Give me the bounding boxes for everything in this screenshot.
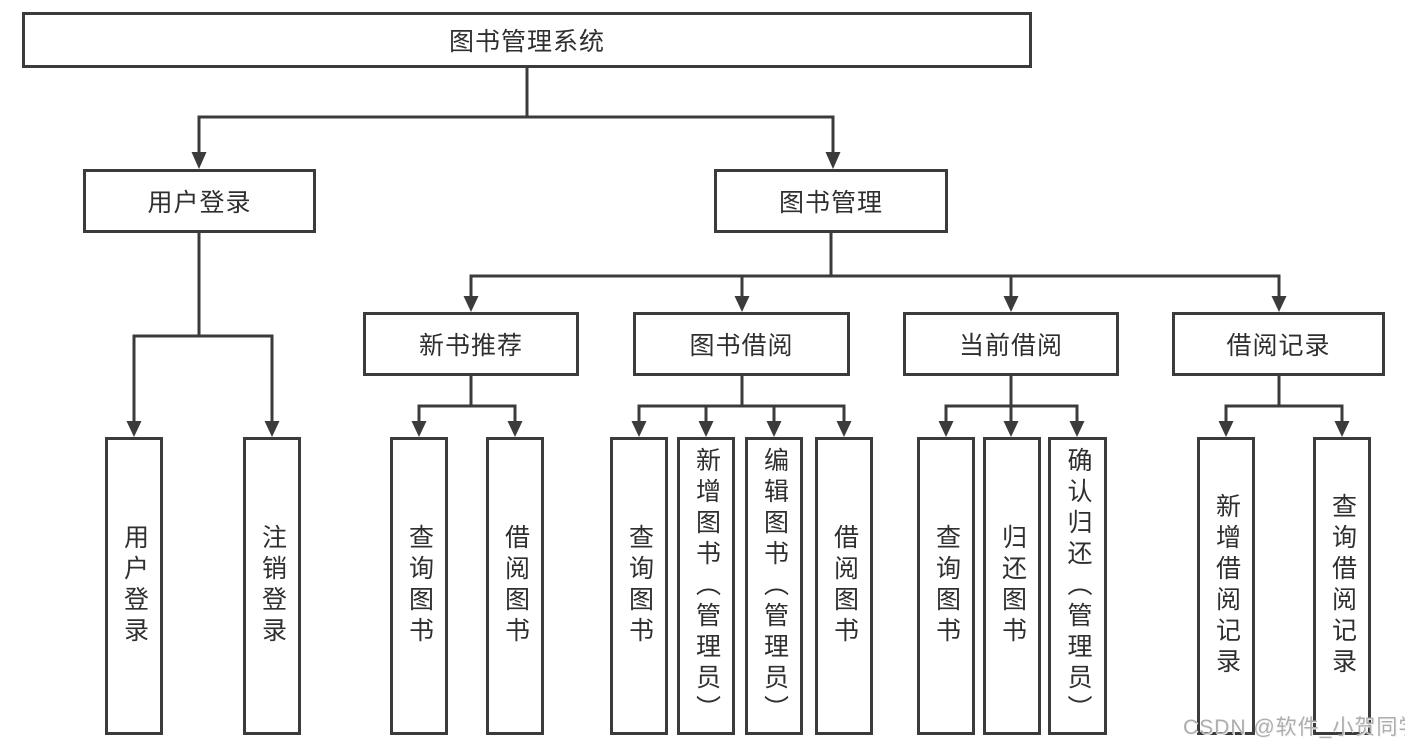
leaf-user-login: 用户登录 bbox=[105, 437, 163, 735]
leaf-edit-books-admin-label: 编辑图书（管理员） bbox=[760, 446, 789, 726]
leaf-logout-login: 注销登录 bbox=[243, 437, 301, 735]
leaf-query-books-3: 查询图书 bbox=[917, 437, 975, 735]
leaf-logout-login-label: 注销登录 bbox=[258, 524, 287, 648]
leaf-confirm-return-admin: 确认归还（管理员） bbox=[1048, 437, 1107, 735]
leaf-query-books-2-label: 查询图书 bbox=[625, 524, 654, 648]
arrowheads bbox=[126, 152, 1350, 437]
node-user-login-label: 用户登录 bbox=[147, 189, 252, 217]
leaf-return-books-label: 归还图书 bbox=[998, 524, 1027, 648]
leaf-query-books-1-label: 查询图书 bbox=[405, 524, 434, 648]
leaf-borrow-books-1: 借阅图书 bbox=[486, 437, 544, 735]
node-new-book-recommend-label: 新书推荐 bbox=[418, 332, 523, 360]
leaf-edit-books-admin: 编辑图书（管理员） bbox=[745, 437, 803, 735]
node-new-book-recommend: 新书推荐 bbox=[363, 312, 579, 376]
node-borrow-records-label: 借阅记录 bbox=[1226, 332, 1331, 360]
leaf-query-borrow-record-label: 查询借阅记录 bbox=[1328, 493, 1357, 679]
leaf-add-books-admin-label: 新增图书（管理员） bbox=[692, 446, 721, 726]
leaf-borrow-books-2: 借阅图书 bbox=[815, 437, 873, 735]
leaf-user-login-label: 用户登录 bbox=[120, 524, 149, 648]
leaf-query-books-3-label: 查询图书 bbox=[932, 524, 961, 648]
leaf-return-books: 归还图书 bbox=[983, 437, 1041, 735]
leaf-query-books-2: 查询图书 bbox=[610, 437, 668, 735]
node-current-borrow-label: 当前借阅 bbox=[958, 332, 1063, 360]
node-library-system: 图书管理系统 bbox=[22, 12, 1032, 68]
leaf-query-borrow-record: 查询借阅记录 bbox=[1313, 437, 1371, 735]
node-book-management-label: 图书管理 bbox=[778, 189, 883, 217]
leaf-add-borrow-record: 新增借阅记录 bbox=[1197, 437, 1255, 735]
node-book-management: 图书管理 bbox=[714, 169, 948, 233]
leaf-confirm-return-admin-label: 确认归还（管理员） bbox=[1064, 446, 1092, 726]
leaf-add-books-admin: 新增图书（管理员） bbox=[677, 437, 735, 735]
leaf-query-books-1: 查询图书 bbox=[390, 437, 448, 735]
node-library-system-label: 图书管理系统 bbox=[448, 28, 605, 56]
csdn-watermark: CSDN @软件_小贺同学 bbox=[1183, 716, 1405, 739]
node-book-borrow-label: 图书借阅 bbox=[689, 332, 794, 360]
leaf-borrow-books-1-label: 借阅图书 bbox=[501, 524, 530, 648]
node-current-borrow: 当前借阅 bbox=[903, 312, 1119, 376]
node-book-borrow: 图书借阅 bbox=[633, 312, 850, 376]
leaf-borrow-books-2-label: 借阅图书 bbox=[830, 524, 859, 648]
node-borrow-records: 借阅记录 bbox=[1172, 312, 1385, 376]
leaf-add-borrow-record-label: 新增借阅记录 bbox=[1212, 493, 1241, 679]
node-user-login: 用户登录 bbox=[83, 169, 316, 233]
